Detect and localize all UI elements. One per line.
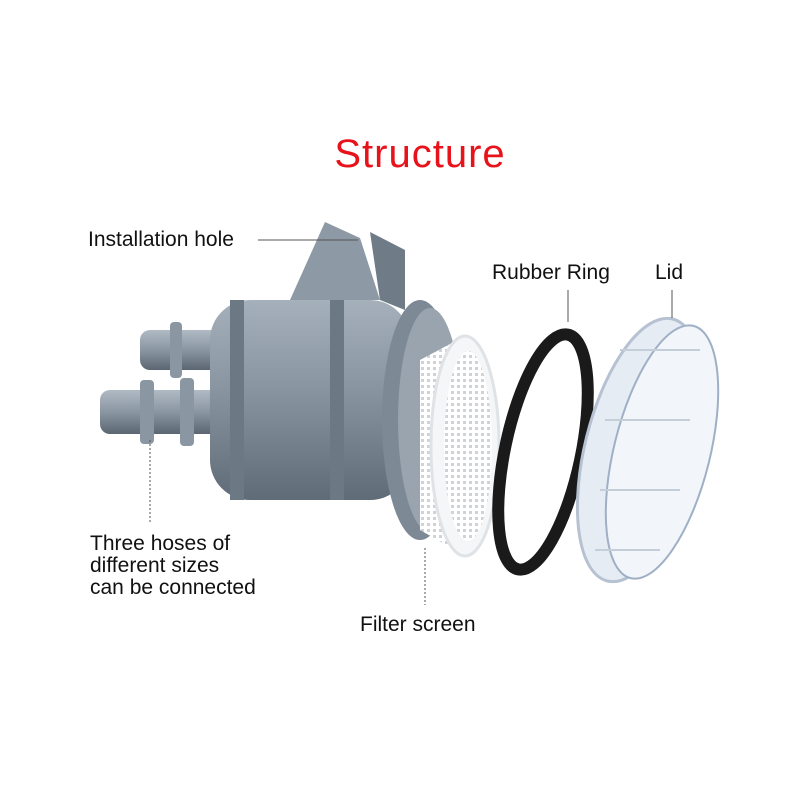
label-hoses: Three hoses of different sizes can be co… [90,533,256,599]
label-installation-hole: Installation hole [88,228,234,251]
diagram-title: Structure [334,132,506,176]
lid [575,316,720,584]
label-rubber-ring: Rubber Ring [492,261,610,284]
label-hoses-line3: can be connected [90,576,256,599]
label-lid: Lid [655,261,684,284]
filter-screen [420,334,501,558]
label-filter-screen: Filter screen [360,613,476,636]
installation-mount [290,222,405,310]
label-hoses-line1: Three hoses of [90,532,231,555]
label-hoses-line2: different sizes [90,554,220,577]
leader-lines [149,239,673,605]
